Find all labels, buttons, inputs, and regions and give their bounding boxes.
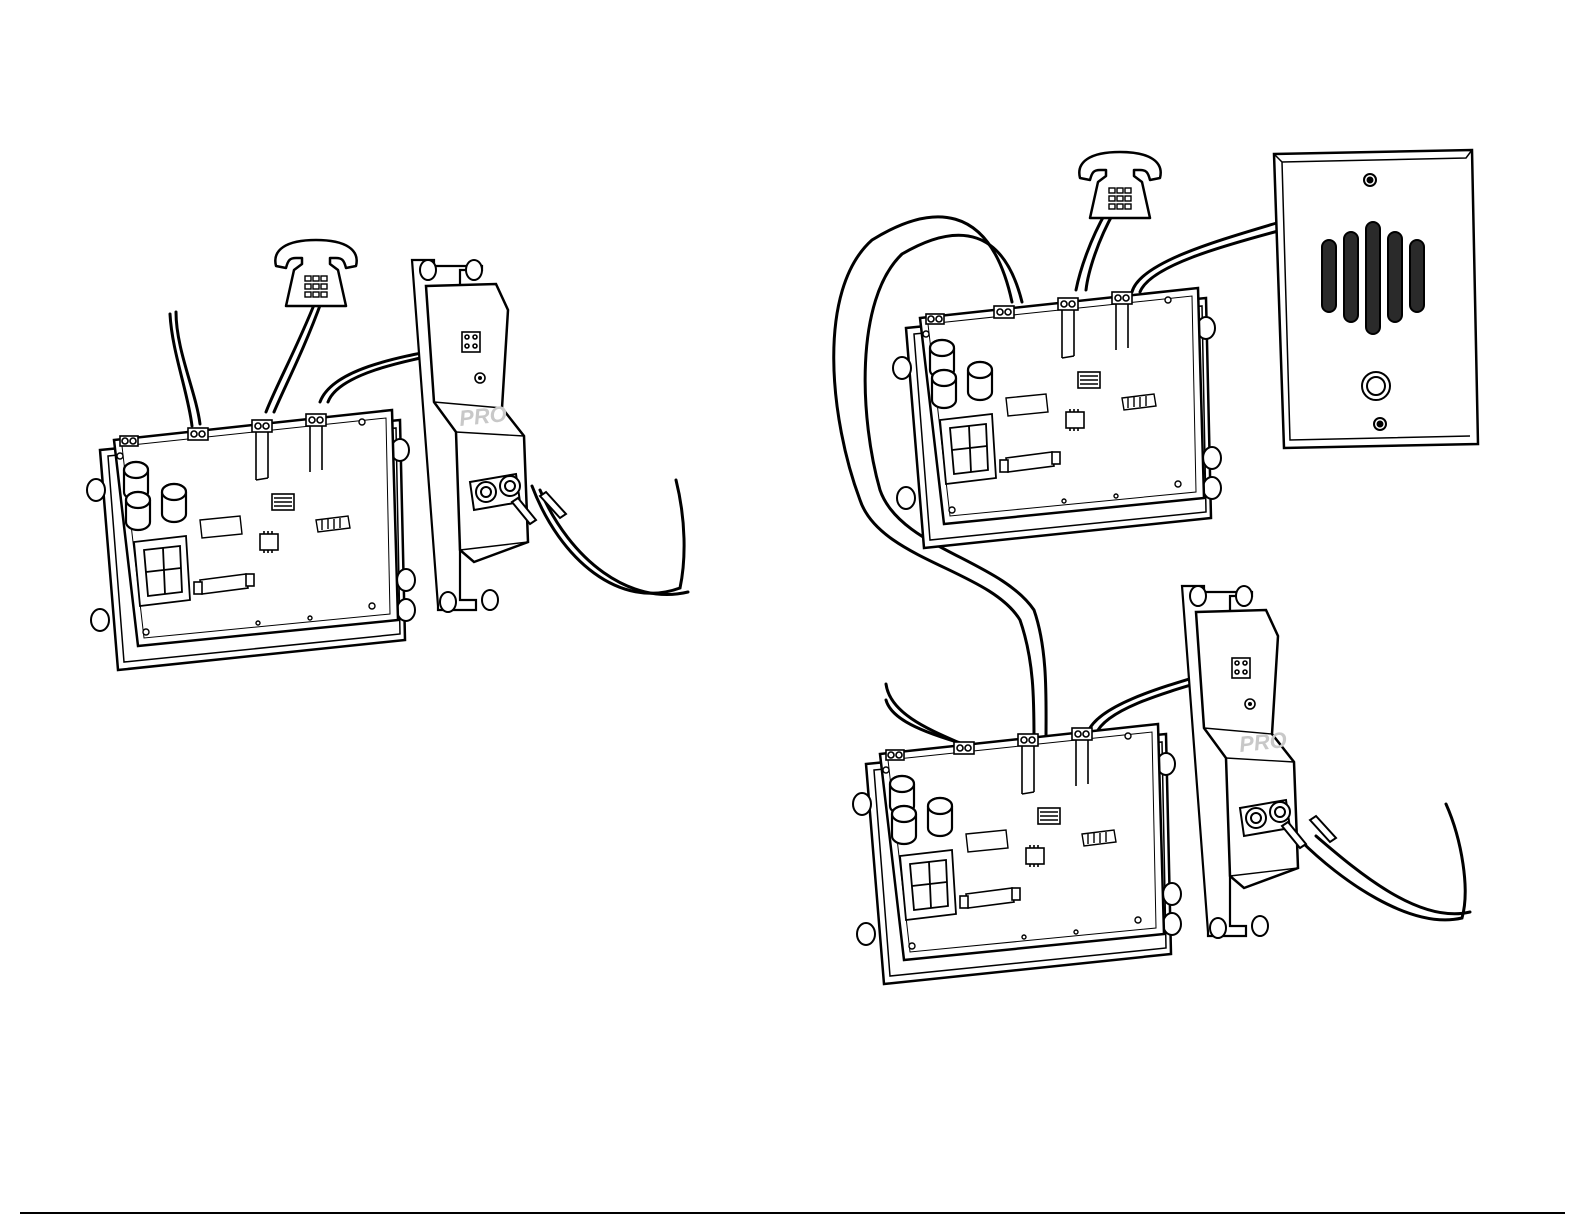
pro-logo: PRO [458, 401, 508, 431]
control-board-upper [893, 288, 1221, 548]
footer-rule [20, 1212, 1565, 1214]
pro-logo: PRO [1238, 727, 1288, 757]
pro-module: PRO [1182, 586, 1298, 938]
left-setup: PRO [87, 240, 688, 670]
phone-icon [1079, 152, 1160, 218]
right-setup: PRO [834, 150, 1478, 984]
speaker-door-station [1274, 150, 1478, 448]
phone-icon [275, 240, 356, 306]
control-board-lower [853, 724, 1181, 984]
control-board [87, 410, 415, 670]
pro-module: PRO [412, 260, 528, 612]
